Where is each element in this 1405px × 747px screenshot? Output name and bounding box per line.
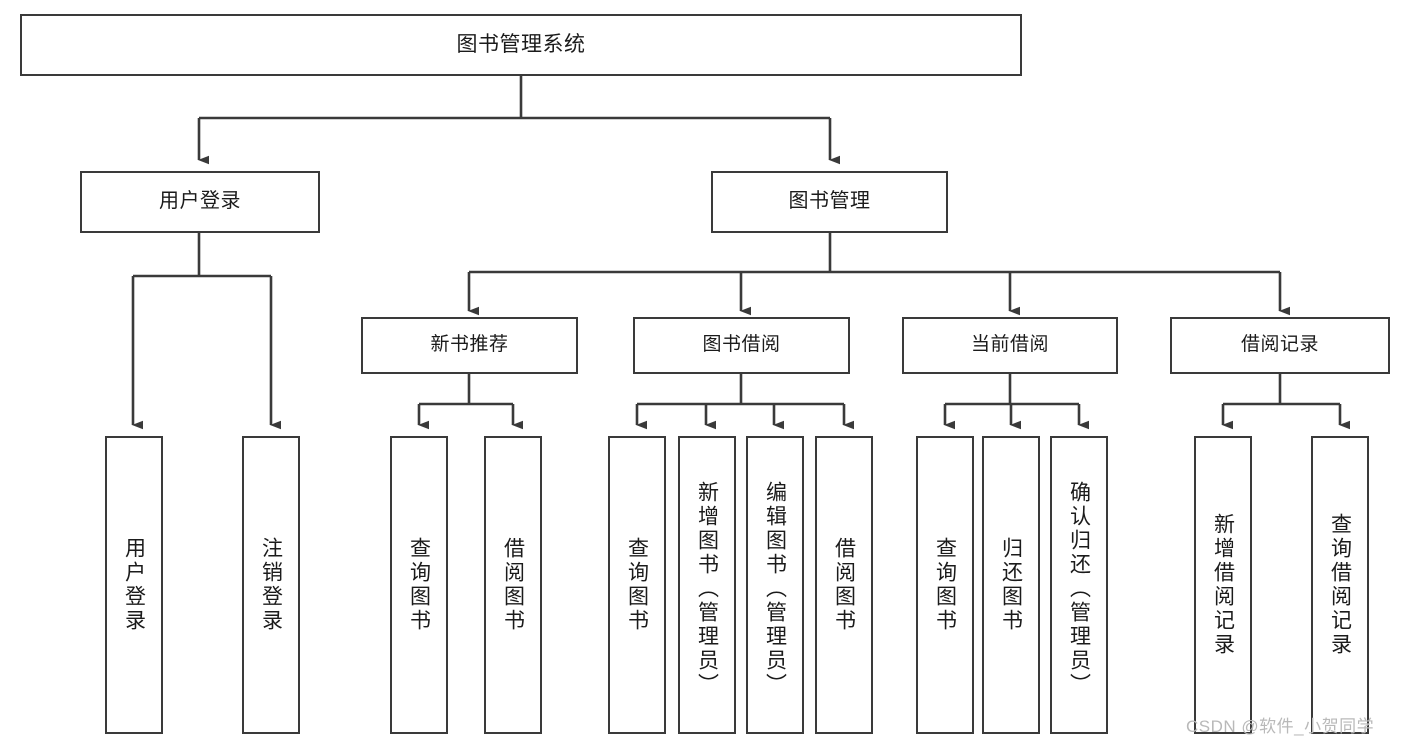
node-label: 借阅记录 xyxy=(1240,334,1319,356)
node-book-management[interactable]: 图书管理 xyxy=(711,171,948,233)
node-label: 图书借阅 xyxy=(702,334,781,356)
node-current-borrow[interactable]: 当前借阅 xyxy=(902,317,1118,374)
node-label: 图书管理系统 xyxy=(456,32,586,56)
node-label: 图书管理 xyxy=(788,190,871,213)
leaf-borrow-query-book[interactable]: 查询图书 xyxy=(608,436,666,734)
leaf-user-login-login[interactable]: 用户登录 xyxy=(105,436,163,734)
leaf-current-return-book[interactable]: 归还图书 xyxy=(982,436,1040,734)
node-label: 查询图书 xyxy=(933,537,957,633)
node-label: 借阅图书 xyxy=(832,537,856,633)
leaf-new-book-borrow-book[interactable]: 借阅图书 xyxy=(484,436,542,734)
leaf-new-book-query-book[interactable]: 查询图书 xyxy=(390,436,448,734)
leaf-record-add-record[interactable]: 新增借阅记录 xyxy=(1194,436,1252,734)
node-label: 新增借阅记录 xyxy=(1211,513,1235,657)
leaf-borrow-edit-book-admin[interactable]: 编辑图书（管理员） xyxy=(746,436,804,734)
leaf-borrow-add-book-admin[interactable]: 新增图书（管理员） xyxy=(678,436,736,734)
node-label: 确认归还（管理员） xyxy=(1067,481,1091,697)
leaf-user-login-logout[interactable]: 注销登录 xyxy=(242,436,300,734)
node-label: 查询图书 xyxy=(407,537,431,633)
leaf-borrow-borrow-book[interactable]: 借阅图书 xyxy=(815,436,873,734)
watermark: CSDN @软件_小贺同学 xyxy=(1186,717,1375,736)
node-new-book-recommend[interactable]: 新书推荐 xyxy=(361,317,578,374)
leaf-current-query-book[interactable]: 查询图书 xyxy=(916,436,974,734)
node-label: 用户登录 xyxy=(159,190,241,213)
node-label: 新增图书（管理员） xyxy=(695,481,719,697)
node-label: 注销登录 xyxy=(259,537,283,633)
node-label: 借阅图书 xyxy=(501,537,525,633)
node-label: 编辑图书（管理员） xyxy=(763,481,787,697)
node-user-login[interactable]: 用户登录 xyxy=(80,171,320,233)
node-label: 归还图书 xyxy=(999,537,1023,633)
node-label: 用户登录 xyxy=(122,537,146,633)
node-borrow-record[interactable]: 借阅记录 xyxy=(1170,317,1390,374)
leaf-current-confirm-return-admin[interactable]: 确认归还（管理员） xyxy=(1050,436,1108,734)
node-label: 查询图书 xyxy=(625,537,649,633)
leaf-record-query-record[interactable]: 查询借阅记录 xyxy=(1311,436,1369,734)
node-book-borrow[interactable]: 图书借阅 xyxy=(633,317,850,374)
node-label: 新书推荐 xyxy=(430,334,509,356)
node-root-book-management-system[interactable]: 图书管理系统 xyxy=(20,14,1022,76)
node-label: 当前借阅 xyxy=(970,334,1049,356)
node-label: 查询借阅记录 xyxy=(1328,513,1352,657)
